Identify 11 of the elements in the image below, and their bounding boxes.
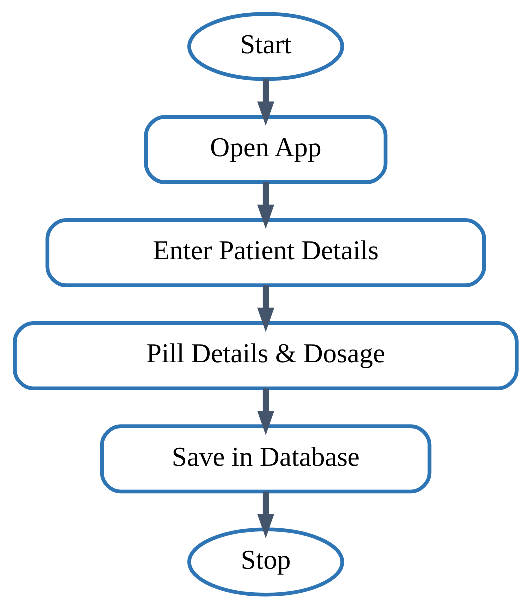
node-box: Save in Database (100, 424, 432, 494)
node-box: Pill Details & Dosage (12, 322, 518, 391)
node-ellipse: Stop (187, 528, 344, 597)
arrow (256, 182, 274, 230)
node-ellipse: Start (187, 12, 344, 82)
node-box: Enter Patient Details (45, 218, 486, 288)
arrow (256, 492, 274, 538)
arrow (256, 79, 274, 126)
node-box: Open App (144, 115, 388, 184)
arrow (256, 388, 274, 436)
arrow (256, 286, 274, 332)
